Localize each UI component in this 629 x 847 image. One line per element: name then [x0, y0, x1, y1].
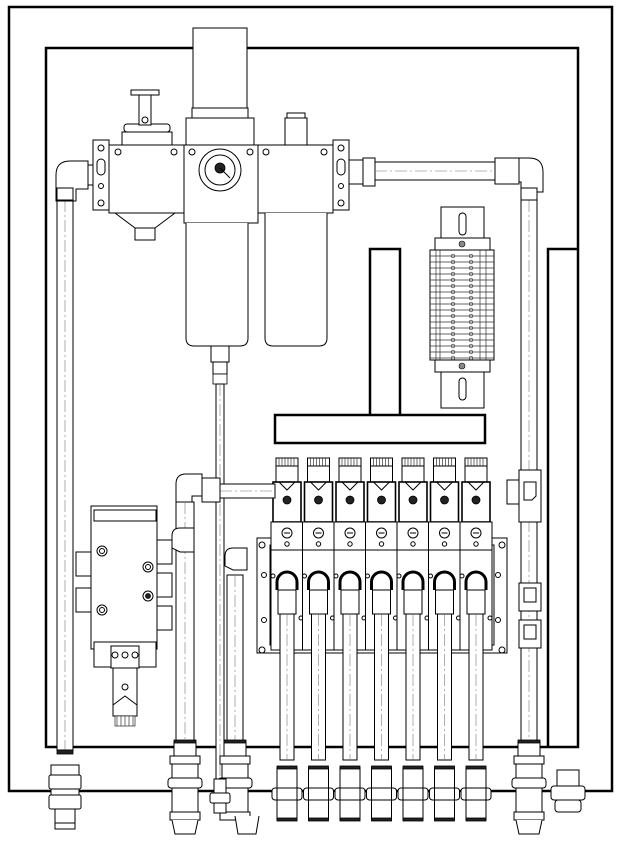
left-vertical-tube [56, 199, 74, 751]
solenoid-valve [270, 457, 304, 761]
terminal-block-rail [429, 206, 495, 409]
manifold-feed-tube [175, 473, 276, 503]
main-solenoid-valve [75, 505, 173, 727]
bulkhead-fitting [397, 765, 429, 822]
solenoid-valve [365, 457, 398, 761]
drain-tube [215, 383, 225, 780]
bulkhead-fittings [48, 739, 586, 835]
wire-duct-horizontal [273, 413, 487, 445]
wire-duct-vertical-left [368, 247, 402, 415]
bulkhead-fitting [303, 765, 334, 822]
right-tube-fittings [506, 469, 542, 649]
bulkhead-fitting [167, 739, 203, 835]
filter-regulator-lubricator [55, 27, 376, 385]
bulkhead-plug [550, 769, 586, 813]
bulkhead-fitting [460, 765, 492, 822]
solenoid-valve [459, 457, 493, 761]
bulkhead-fitting [271, 765, 303, 822]
wire-duct-vertical-right [546, 247, 578, 747]
bulkhead-fitting [511, 739, 547, 835]
solenoid-valve [396, 457, 430, 761]
solenoid-valve-manifold [256, 457, 508, 761]
bulkhead-fitting [48, 749, 82, 830]
bulkhead-fitting [334, 765, 366, 822]
bulkhead-fitting [366, 765, 397, 822]
solenoid-valve [302, 457, 335, 761]
solenoid-valve [333, 457, 367, 761]
solenoid-valve [428, 457, 461, 761]
top-horizontal-tube [374, 157, 544, 201]
bulkhead-fitting [209, 778, 260, 835]
valve-outlet-tubes [171, 501, 248, 743]
bulkhead-fitting [429, 765, 460, 822]
